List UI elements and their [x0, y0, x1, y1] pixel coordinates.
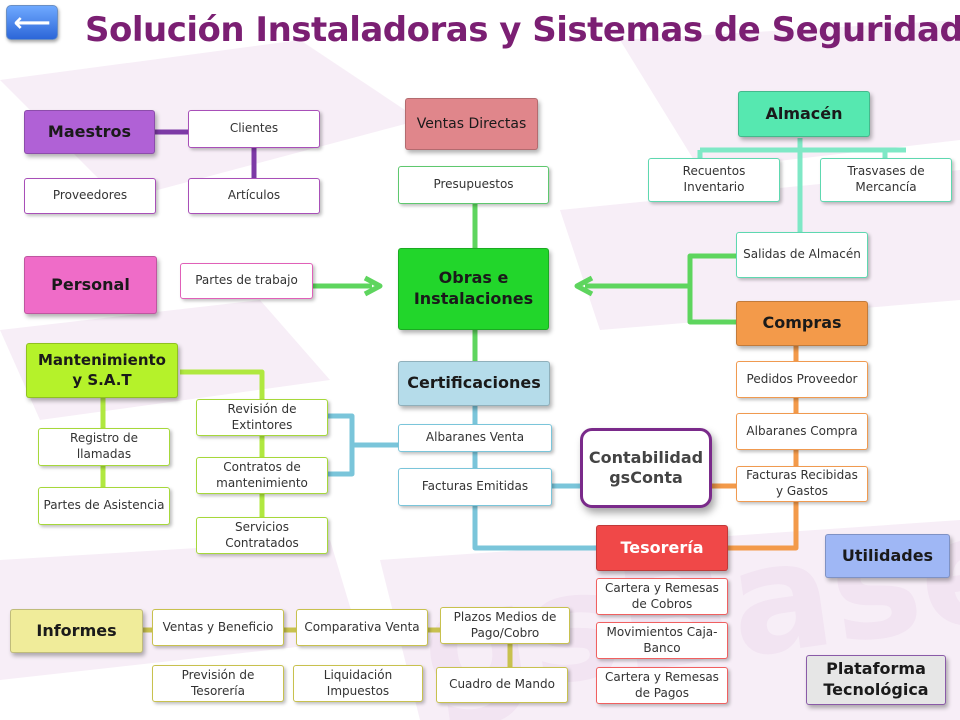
connector-maestros — [155, 129, 257, 178]
node-movimientos-caja-banco[interactable]: Movimientos Caja-Banco — [596, 622, 728, 659]
node-proveedores[interactable]: Proveedores — [24, 178, 156, 214]
node-facturas-recibidas[interactable]: Facturas Recibidas y Gastos — [736, 466, 868, 502]
node-obras-instalaciones[interactable]: Obras e Instalaciones — [398, 248, 549, 330]
node-compras[interactable]: Compras — [736, 301, 868, 346]
node-servicios-contratados[interactable]: Servicios Contratados — [196, 517, 328, 554]
node-recuentos-inventario[interactable]: Recuentos Inventario — [648, 158, 780, 202]
node-plataforma-tecnologica[interactable]: Plataforma Tecnológica — [806, 655, 946, 705]
node-articulos[interactable]: Artículos — [188, 178, 320, 214]
node-informes[interactable]: Informes — [10, 609, 143, 653]
node-registro-llamadas[interactable]: Registro de llamadas — [38, 428, 170, 466]
node-salidas-almacen[interactable]: Salidas de Almacén — [736, 232, 868, 278]
gsconta-label: gsConta — [609, 468, 683, 487]
node-certificaciones[interactable]: Certificaciones — [398, 361, 550, 406]
connector-mantenimiento-facturas — [328, 413, 398, 477]
node-plazos-medios[interactable]: Plazos Medios de Pago/Cobro — [440, 607, 570, 644]
node-presupuestos[interactable]: Presupuestos — [398, 166, 549, 204]
node-cartera-cobros[interactable]: Cartera y Remesas de Cobros — [596, 578, 728, 615]
connector-certificaciones — [472, 406, 598, 551]
node-contratos-mantenimiento[interactable]: Contratos de mantenimiento — [196, 457, 328, 494]
node-ventas-beneficio[interactable]: Ventas y Beneficio — [152, 609, 284, 646]
node-personal[interactable]: Personal — [24, 256, 157, 314]
contabilidad-label: Contabilidad — [588, 448, 704, 467]
node-almacen[interactable]: Almacén — [738, 91, 870, 137]
node-facturas-emitidas[interactable]: Facturas Emitidas — [398, 468, 552, 506]
node-mantenimiento[interactable]: Mantenimiento y S.A.T — [26, 343, 178, 398]
node-prevision-tesoreria[interactable]: Previsión de Tesorería — [152, 665, 284, 702]
node-albaranes-venta[interactable]: Albaranes Venta — [398, 424, 552, 452]
node-partes-trabajo[interactable]: Partes de trabajo — [180, 263, 313, 299]
node-trasvases-mercancia[interactable]: Trasvases de Mercancía — [820, 158, 952, 202]
node-cartera-pagos[interactable]: Cartera y Remesas de Pagos — [596, 667, 728, 704]
connector-compras — [706, 346, 799, 551]
node-contabilidad-gsconta[interactable]: Contabilidad gsConta — [580, 428, 712, 508]
node-revision-extintores[interactable]: Revisión de Extintores — [196, 399, 328, 436]
node-comparativa-venta[interactable]: Comparativa Venta — [296, 609, 428, 646]
arrow-personal-obras — [363, 275, 383, 297]
back-arrow-button[interactable]: ⟵ — [6, 5, 58, 40]
node-albaranes-compra[interactable]: Albaranes Compra — [736, 413, 868, 450]
node-pedidos-proveedor[interactable]: Pedidos Proveedor — [736, 361, 868, 398]
node-tesoreria[interactable]: Tesorería — [596, 525, 728, 571]
connector-almacen — [697, 138, 906, 232]
connector-salidas — [585, 253, 738, 325]
node-liquidacion-impuestos[interactable]: Liquidación Impuestos — [293, 665, 423, 702]
node-clientes[interactable]: Clientes — [188, 110, 320, 148]
page-title: Solución Instaladoras y Sistemas de Segu… — [85, 10, 960, 50]
node-maestros[interactable]: Maestros — [24, 110, 155, 154]
node-cuadro-mando[interactable]: Cuadro de Mando — [436, 667, 568, 703]
node-utilidades[interactable]: Utilidades — [825, 534, 950, 578]
node-partes-asistencia[interactable]: Partes de Asistencia — [38, 487, 170, 525]
node-ventas-directas[interactable]: Ventas Directas — [405, 98, 538, 150]
arrow-salidas-obras — [574, 275, 594, 297]
